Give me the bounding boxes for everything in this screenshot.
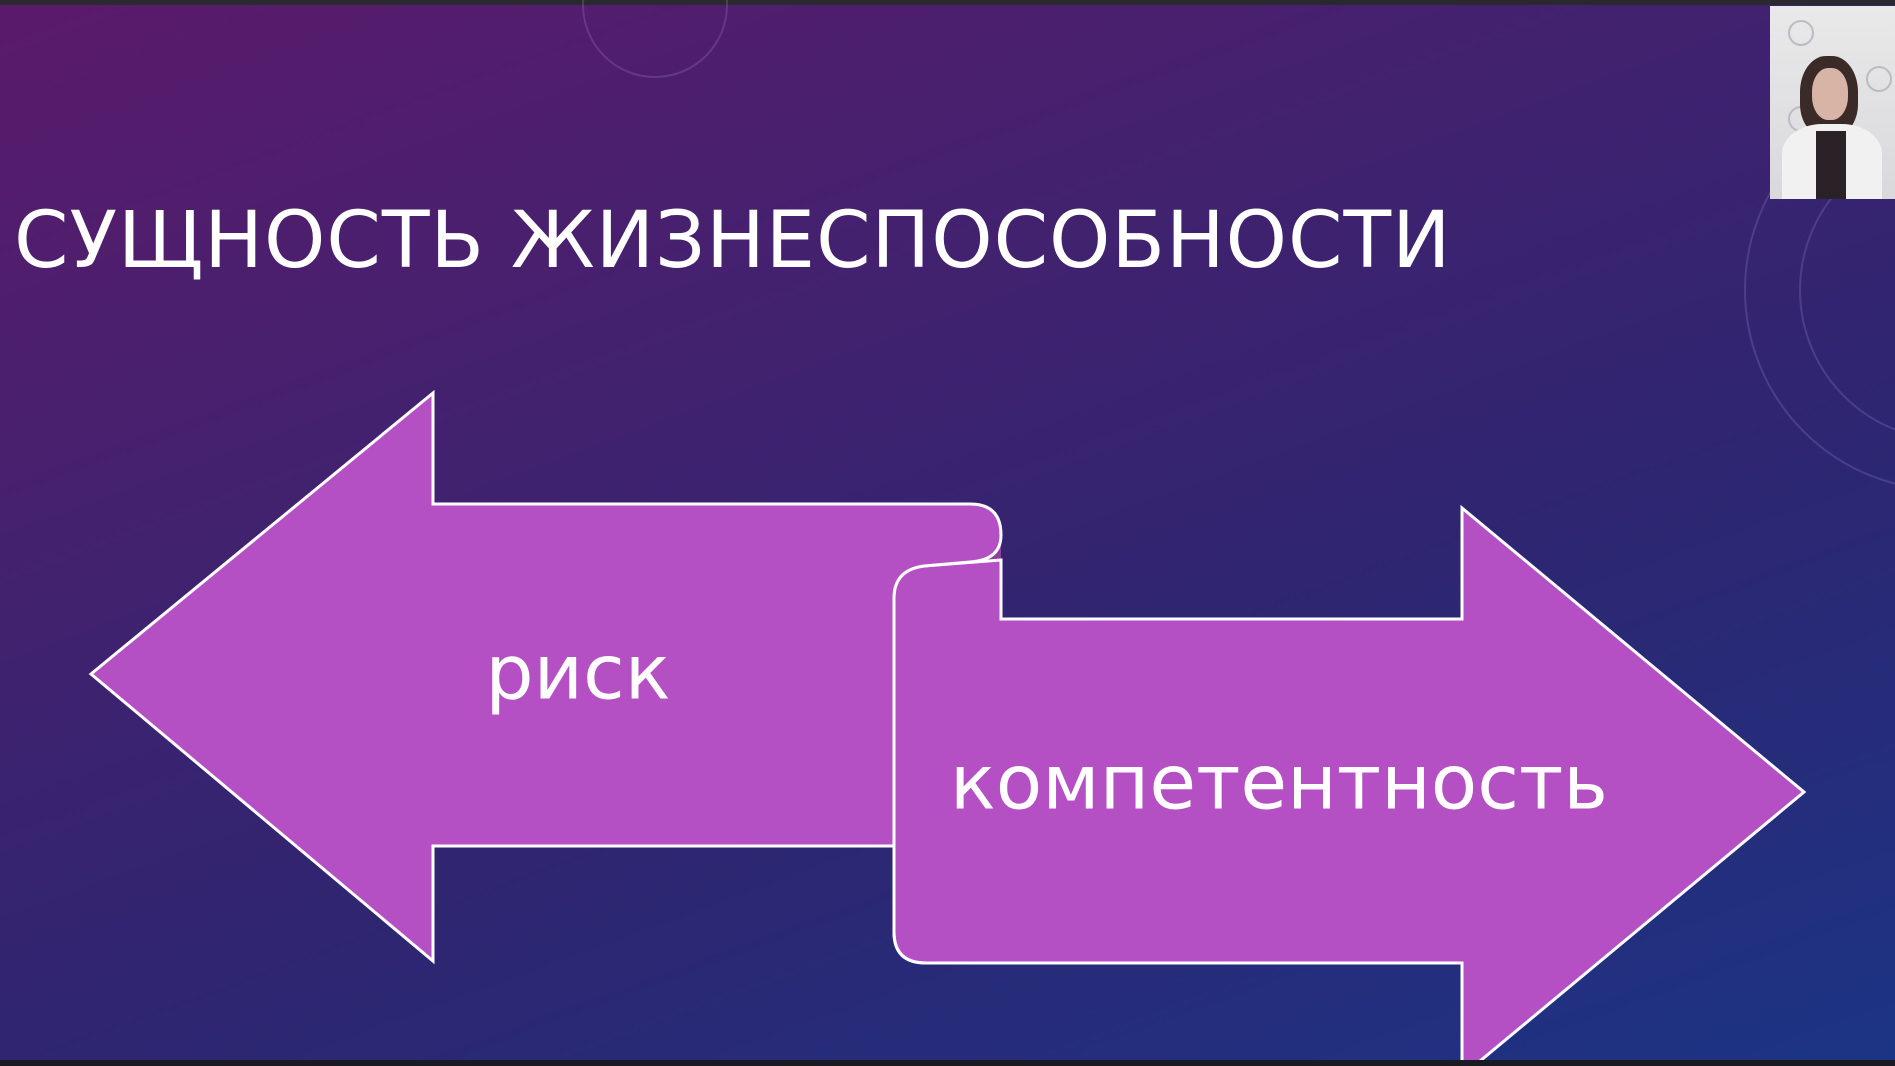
- window-top-bar: [0, 0, 1895, 5]
- slide-title: СУЩНОСТЬ ЖИЗНЕСПОСОБНОСТИ: [14, 196, 1452, 286]
- backdrop-logo-icon: [1788, 20, 1814, 46]
- left-arrow: [88, 389, 1003, 965]
- participant-face: [1812, 68, 1848, 120]
- right-arrow-label: компетентность: [949, 737, 1609, 827]
- participant-shirt: [1816, 131, 1846, 199]
- decorative-dial: [1744, 95, 1895, 485]
- backdrop-logo-icon: [1866, 66, 1892, 92]
- left-arrow-label: риск: [485, 627, 671, 717]
- participant-video-thumbnail[interactable]: [1770, 6, 1895, 199]
- decorative-ring: [582, 0, 728, 78]
- right-arrow-seam: [892, 598, 927, 965]
- decorative-dial-inner: [1799, 149, 1895, 431]
- window-bottom-bar: [0, 1060, 1895, 1066]
